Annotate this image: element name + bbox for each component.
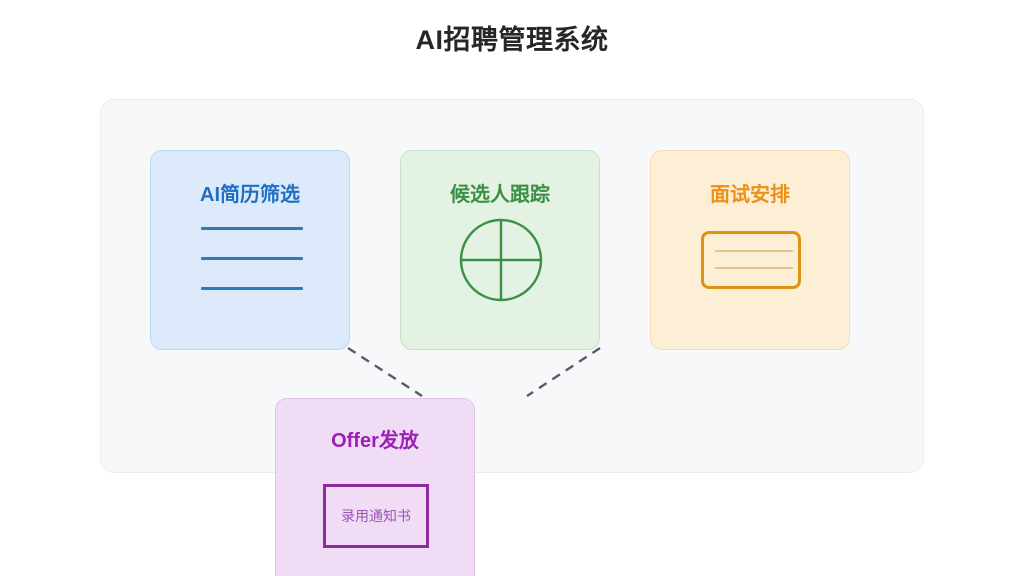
- card-title-interview-scheduling: 面试安排: [710, 184, 790, 206]
- offer-letter-box-icon: 录用通知书: [323, 484, 429, 548]
- card-interview-scheduling[interactable]: 面试安排: [650, 150, 850, 350]
- document-lines-icon: [201, 227, 303, 293]
- card-title-offer-issuance: Offer发放: [331, 430, 419, 452]
- offer-letter-label: 录用通知书: [341, 508, 411, 524]
- card-title-candidate-tracking: 候选人跟踪: [450, 184, 550, 206]
- page-title: AI招聘管理系统: [415, 25, 609, 55]
- card-ai-resume-screening[interactable]: AI简历筛选: [150, 150, 350, 350]
- card-title-ai-resume-screening: AI简历筛选: [200, 184, 300, 206]
- calendar-card-icon: [701, 231, 801, 289]
- card-offer-issuance[interactable]: Offer发放 录用通知书: [275, 398, 475, 576]
- crosshair-circle-icon: [459, 218, 543, 302]
- card-candidate-tracking[interactable]: 候选人跟踪: [400, 150, 600, 350]
